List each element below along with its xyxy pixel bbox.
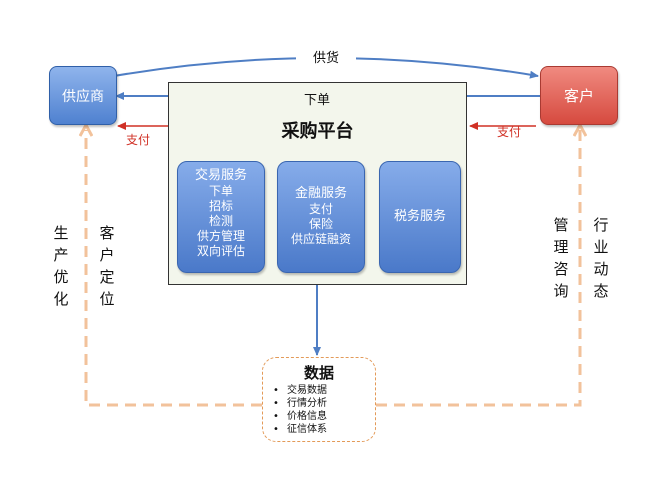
customer-label: 客户 — [563, 87, 594, 105]
bullet-icon: • — [273, 385, 279, 396]
bullet-icon: • — [273, 424, 279, 435]
data-box: 数据 • 交易数据 • 行情分析 • 价格信息 • 征信体系 — [262, 357, 376, 442]
procurement-platform: 下单 采购平台 交易服务 下单 招标 检测 供方管理 双向评估 金融服务 支付 … — [168, 82, 467, 285]
supply-label: 供货 — [296, 47, 356, 66]
trade-service-item: 检测 — [208, 214, 233, 228]
trade-service-box: 交易服务 下单 招标 检测 供方管理 双向评估 — [177, 161, 265, 273]
data-item-label: 交易数据 — [287, 385, 327, 396]
pay-label-left: 支付 — [126, 133, 151, 147]
trade-service-title: 交易服务 — [194, 168, 247, 183]
bullet-icon: • — [273, 411, 279, 422]
data-item-label: 价格信息 — [287, 411, 327, 422]
supplier-label: 供应商 — [62, 88, 104, 105]
tax-service-title: 税务服务 — [393, 209, 446, 224]
data-item-label: 征信体系 — [287, 424, 327, 435]
finance-service-box: 金融服务 支付 保险 供应链融资 — [277, 161, 365, 273]
pay-label-right: 支付 — [497, 125, 522, 139]
data-title: 数据 — [303, 364, 334, 382]
tax-service-box: 税务服务 — [379, 161, 461, 273]
finance-service-item: 支付 — [308, 202, 333, 216]
data-list-item: • 交易数据 — [273, 384, 327, 397]
trade-service-item: 双向评估 — [196, 244, 245, 258]
data-list-item: • 征信体系 — [273, 423, 327, 436]
trade-service-item: 供方管理 — [196, 229, 245, 243]
trade-service-item: 招标 — [208, 199, 233, 213]
dashed-loop-left — [86, 130, 262, 407]
side-label-industry-news: 行业动态 — [593, 216, 609, 300]
data-item-label: 行情分析 — [287, 398, 327, 409]
customer-node: 客户 — [540, 66, 618, 125]
finance-service-item: 保险 — [308, 217, 333, 231]
bullet-icon: • — [273, 398, 279, 409]
trade-service-item: 下单 — [208, 184, 233, 198]
side-label-customer-positioning: 客户定位 — [99, 224, 115, 308]
finance-service-item: 供应链融资 — [290, 232, 351, 246]
platform-title: 采购平台 — [281, 121, 354, 142]
order-label: 下单 — [289, 89, 345, 108]
dashed-loop-right — [376, 130, 580, 407]
side-label-management-consulting: 管理咨询 — [553, 216, 569, 300]
data-list: • 交易数据 • 行情分析 • 价格信息 • 征信体系 — [273, 384, 327, 436]
finance-service-title: 金融服务 — [294, 186, 347, 201]
supplier-node: 供应商 — [49, 66, 117, 125]
side-label-production-optimization: 生产优化 — [53, 224, 69, 308]
data-list-item: • 价格信息 — [273, 410, 327, 423]
data-list-item: • 行情分析 — [273, 397, 327, 410]
